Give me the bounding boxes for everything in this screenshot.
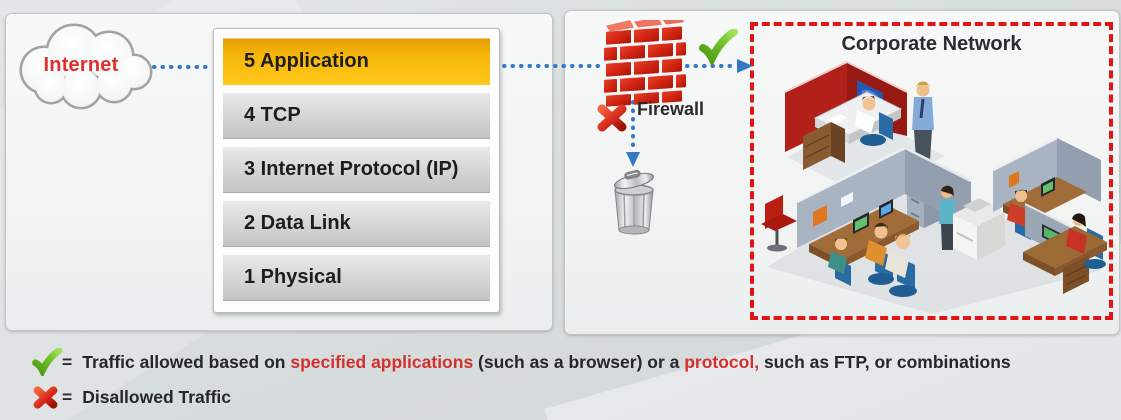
stack-layer-physical: 1 Physical bbox=[223, 254, 490, 301]
legend-disallowed-text: Disallowed Traffic bbox=[82, 387, 232, 407]
cubicle-center bbox=[796, 146, 972, 286]
stack-layer-datalink: 2 Data Link bbox=[223, 200, 490, 247]
cross-icon bbox=[595, 101, 629, 140]
stack-layer-tcp: 4 TCP bbox=[223, 92, 490, 139]
red-office bbox=[784, 60, 908, 170]
legend-disallowed-traffic: = Disallowed Traffic bbox=[62, 387, 231, 408]
firewall-icon bbox=[602, 15, 688, 113]
worker-bottom bbox=[885, 233, 917, 297]
legend-text: (such as a browser) or a bbox=[473, 352, 685, 372]
cubicle-right bbox=[992, 136, 1101, 240]
stack-layer-application: 5 Application bbox=[223, 38, 490, 85]
protocol-stack: 5 Application 4 TCP 3 Internet Protocol … bbox=[213, 28, 500, 313]
legend-highlight-applications: specified applications bbox=[290, 352, 474, 372]
corporate-network-title: Corporate Network bbox=[841, 33, 1022, 55]
legend-cross-icon bbox=[32, 384, 59, 416]
equals-sign: = bbox=[62, 352, 73, 372]
desk-right bbox=[1023, 203, 1107, 294]
legend-allowed-text: Traffic allowed based on specified appli… bbox=[82, 352, 1010, 373]
legend-checkmark-icon bbox=[31, 347, 63, 381]
internet-label: Internet bbox=[43, 54, 119, 76]
trash-can-icon bbox=[606, 164, 662, 241]
checkmark-icon bbox=[697, 28, 739, 70]
corporate-network-box: Corporate Network bbox=[750, 22, 1113, 320]
legend-highlight-protocol: protocol, bbox=[684, 352, 760, 372]
legend-text: such as FTP, or combinations bbox=[759, 352, 1011, 372]
internet-cloud-icon bbox=[8, 14, 160, 116]
stack-layer-ip: 3 Internet Protocol (IP) bbox=[223, 146, 490, 193]
copier bbox=[939, 185, 1005, 260]
legend-allowed-traffic: = Traffic allowed based on specified app… bbox=[62, 352, 1011, 373]
equals-sign: = bbox=[62, 387, 73, 407]
legend-text: Traffic allowed based on bbox=[82, 352, 291, 372]
red-chair bbox=[761, 195, 797, 252]
office-illustration bbox=[761, 60, 1107, 314]
firewall-label: Firewall bbox=[637, 99, 705, 119]
